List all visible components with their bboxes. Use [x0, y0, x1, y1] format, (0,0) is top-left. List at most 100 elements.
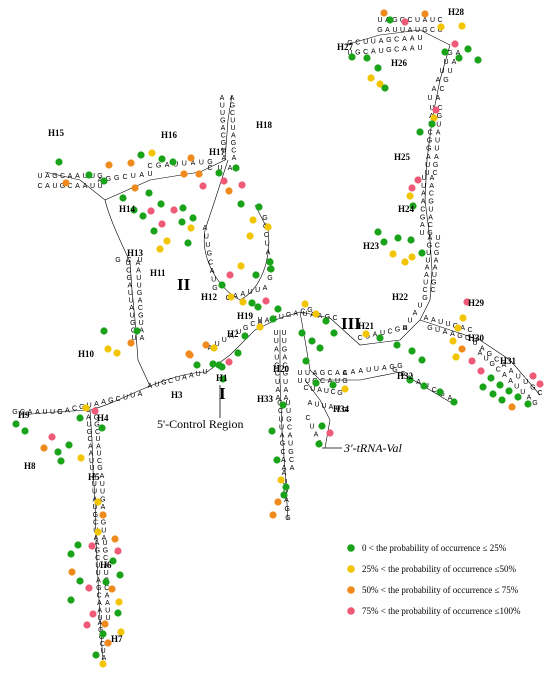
- nucleotide: U: [96, 570, 101, 577]
- variation-marker-pink: [85, 584, 93, 592]
- nucleotide: A: [203, 225, 208, 232]
- nucleotide: U: [324, 388, 329, 395]
- variation-marker-green: [363, 54, 371, 62]
- nucleotide: C: [147, 163, 152, 170]
- nucleotide: A: [313, 370, 318, 377]
- variation-marker-orange: [104, 639, 112, 647]
- nucleotide: A: [329, 404, 334, 411]
- variation-marker-green: [215, 169, 223, 177]
- variation-marker-green: [267, 265, 275, 273]
- variation-marker-yellow: [264, 223, 272, 231]
- nucleotide: U: [211, 276, 216, 283]
- variation-marker-green: [374, 228, 382, 236]
- nucleotide: A: [92, 496, 97, 503]
- nucleotide: G: [395, 327, 400, 334]
- variation-marker-yellow: [408, 253, 416, 261]
- nucleotide: G: [427, 138, 432, 145]
- variation-marker-orange: [202, 341, 210, 349]
- variation-marker-pink: [238, 181, 246, 189]
- nucleotide: A: [140, 335, 145, 342]
- variation-marker-green: [67, 550, 75, 558]
- variation-markers: [12, 9, 544, 668]
- variation-marker-green: [418, 356, 426, 364]
- nucleotide: U: [438, 319, 443, 326]
- variation-marker-green: [274, 305, 282, 313]
- nucleotide: A: [480, 346, 485, 353]
- variation-marker-green: [329, 381, 337, 389]
- variation-marker-yellow: [312, 310, 320, 318]
- nucleotide: U: [443, 59, 448, 66]
- nucleotide: C: [168, 378, 173, 385]
- nucleotide: C: [37, 183, 42, 190]
- variation-marker-green: [408, 347, 416, 355]
- variation-marker-green: [241, 332, 249, 340]
- nucleotide: U: [447, 68, 452, 75]
- nucleotide: A: [65, 407, 70, 414]
- nucleotide: C: [420, 206, 425, 213]
- nucleotide: U: [42, 409, 47, 416]
- nucleotide: A: [527, 394, 532, 401]
- nucleotide: A: [28, 409, 33, 416]
- nucleotide: A: [282, 354, 287, 361]
- variation-marker-green: [418, 249, 426, 257]
- variation-marker-green: [74, 541, 82, 549]
- nucleotide: A: [502, 372, 507, 379]
- variation-marker-green: [179, 204, 187, 212]
- nucleotide: U: [136, 275, 141, 282]
- nucleotide: A: [448, 395, 453, 402]
- nucleotide: A: [45, 183, 50, 190]
- nucleotide: G: [100, 496, 105, 503]
- helix-label-h10: H10: [78, 349, 95, 359]
- helix-label-h14: H14: [119, 204, 136, 214]
- nucleotide: U: [50, 409, 55, 416]
- helix-label-h23: H23: [363, 241, 380, 251]
- nucleotide: U: [221, 148, 226, 155]
- nucleotide: C: [387, 328, 392, 335]
- nucleotide: A: [379, 38, 384, 45]
- variation-marker-green: [436, 388, 444, 396]
- nucleotide: G: [489, 361, 494, 368]
- nucleotide: U: [435, 327, 440, 334]
- nucleotide: A: [68, 173, 73, 180]
- nucleotide: G: [337, 390, 342, 397]
- nucleotide: A: [35, 409, 40, 416]
- variation-marker-green: [55, 158, 63, 166]
- nucleotide: U: [220, 110, 225, 117]
- variation-marker-pink: [220, 177, 228, 185]
- variation-marker-green: [298, 329, 306, 337]
- helix-label-h18: H18: [256, 120, 273, 130]
- variation-marker-pink: [91, 407, 99, 415]
- nucleotide: U: [95, 436, 100, 443]
- nucleotide: C: [131, 328, 136, 335]
- nucleotide: C: [282, 363, 287, 370]
- nucleotide: C: [432, 170, 437, 177]
- nucleotide: G: [320, 370, 325, 377]
- variation-marker-yellow: [367, 74, 375, 82]
- nucleotide: A: [421, 191, 426, 198]
- nucleotide: C: [332, 315, 337, 322]
- nucleotide: G: [57, 409, 62, 416]
- nucleotide: A: [460, 325, 465, 332]
- nucleotide: U: [437, 27, 442, 34]
- variation-marker-green: [139, 212, 147, 220]
- variation-marker-green: [386, 16, 394, 24]
- nucleotide: U: [435, 138, 440, 145]
- nucleotide: U: [274, 338, 279, 345]
- variation-marker-pink: [408, 184, 416, 192]
- variation-marker-yellow: [376, 80, 384, 88]
- nucleotide: A: [94, 535, 99, 542]
- helix-label-h25: H25: [394, 152, 411, 162]
- nucleotide: U: [90, 183, 95, 190]
- variation-marker-green: [237, 200, 245, 208]
- nucleotide: C: [400, 371, 405, 378]
- helix-label-h19: H19: [237, 311, 254, 321]
- nucleotide: A: [413, 310, 418, 317]
- nucleotide: G: [94, 422, 99, 429]
- nucleotide: A: [88, 443, 93, 450]
- nucleotide: U: [236, 329, 241, 336]
- variation-marker-pink: [225, 358, 233, 366]
- nucleotide: A: [416, 379, 421, 386]
- variation-marker-green: [189, 214, 197, 222]
- nucleotide: G: [60, 183, 65, 190]
- nucleotide: G: [95, 548, 100, 555]
